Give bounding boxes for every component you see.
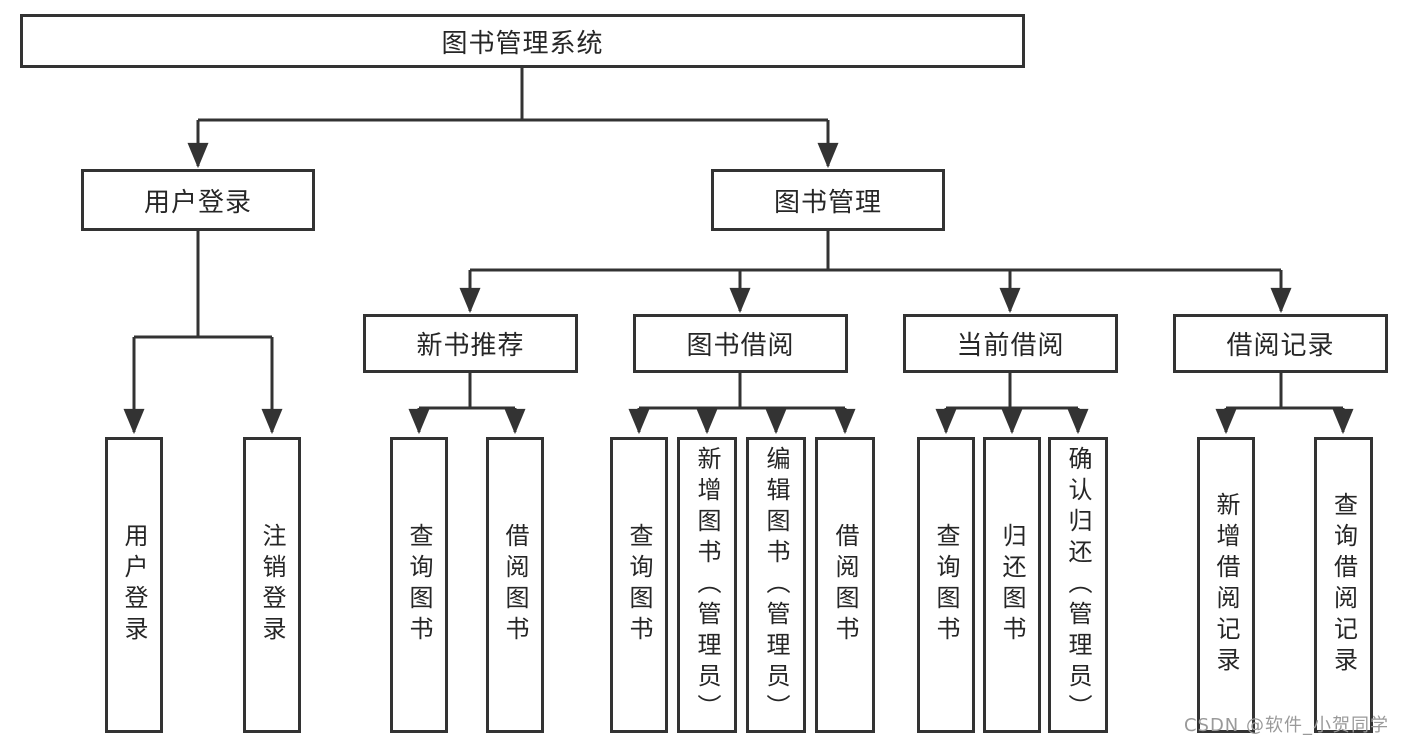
leaf-edit-book-admin-label: 编辑图书（管理员） — [762, 445, 790, 725]
leaf-query-books-current: 查询图书 — [917, 437, 975, 733]
leaf-query-books-current-label: 查询图书 — [932, 523, 960, 647]
node-user-login-label: 用户登录 — [143, 187, 252, 218]
watermark: CSDN @软件_小贺同学 — [1183, 715, 1389, 736]
node-book-management: 图书管理 — [711, 169, 945, 231]
leaf-query-borrow-record-label: 查询借阅记录 — [1329, 492, 1358, 678]
leaf-add-book-admin-label: 新增图书（管理员） — [693, 445, 721, 725]
node-new-book-recommendation-label: 新书推荐 — [416, 331, 525, 361]
leaf-confirm-return-admin: 确认归还（管理员） — [1048, 437, 1108, 733]
leaf-user-login-label: 用户登录 — [120, 523, 148, 647]
node-current-borrowing: 当前借阅 — [903, 314, 1118, 373]
leaf-edit-book-admin: 编辑图书（管理员） — [746, 437, 806, 733]
leaf-logout: 注销登录 — [243, 437, 301, 733]
leaf-return-books: 归还图书 — [983, 437, 1041, 733]
leaf-borrow-books-recommend-label: 借阅图书 — [501, 523, 529, 647]
leaf-borrow-books-label: 借阅图书 — [831, 523, 859, 647]
node-book-borrowing: 图书借阅 — [633, 314, 848, 373]
leaf-confirm-return-admin-label: 确认归还（管理员） — [1064, 445, 1092, 725]
node-current-borrowing-label: 当前借阅 — [956, 331, 1065, 361]
leaf-user-login: 用户登录 — [105, 437, 163, 733]
leaf-query-books-recommend: 查询图书 — [390, 437, 448, 733]
node-borrowing-records: 借阅记录 — [1173, 314, 1388, 373]
leaf-query-books-borrow-label: 查询图书 — [625, 523, 653, 647]
leaf-query-borrow-record: 查询借阅记录 — [1314, 437, 1373, 733]
leaf-query-books-borrow: 查询图书 — [610, 437, 668, 733]
node-user-login: 用户登录 — [81, 169, 315, 231]
node-new-book-recommendation: 新书推荐 — [363, 314, 578, 373]
leaf-return-books-label: 归还图书 — [998, 523, 1026, 647]
leaf-add-borrow-record: 新增借阅记录 — [1197, 437, 1255, 733]
leaf-borrow-books: 借阅图书 — [815, 437, 875, 733]
leaf-logout-label: 注销登录 — [258, 523, 286, 647]
leaf-add-borrow-record-label: 新增借阅记录 — [1212, 492, 1240, 678]
node-root-label: 图书管理系统 — [441, 28, 604, 59]
node-book-management-label: 图书管理 — [773, 187, 882, 218]
leaf-add-book-admin: 新增图书（管理员） — [677, 437, 737, 733]
leaf-query-books-recommend-label: 查询图书 — [405, 523, 433, 647]
node-book-borrowing-label: 图书借阅 — [686, 331, 795, 361]
leaf-borrow-books-recommend: 借阅图书 — [486, 437, 544, 733]
node-borrowing-records-label: 借阅记录 — [1226, 331, 1335, 361]
node-root: 图书管理系统 — [20, 14, 1025, 68]
